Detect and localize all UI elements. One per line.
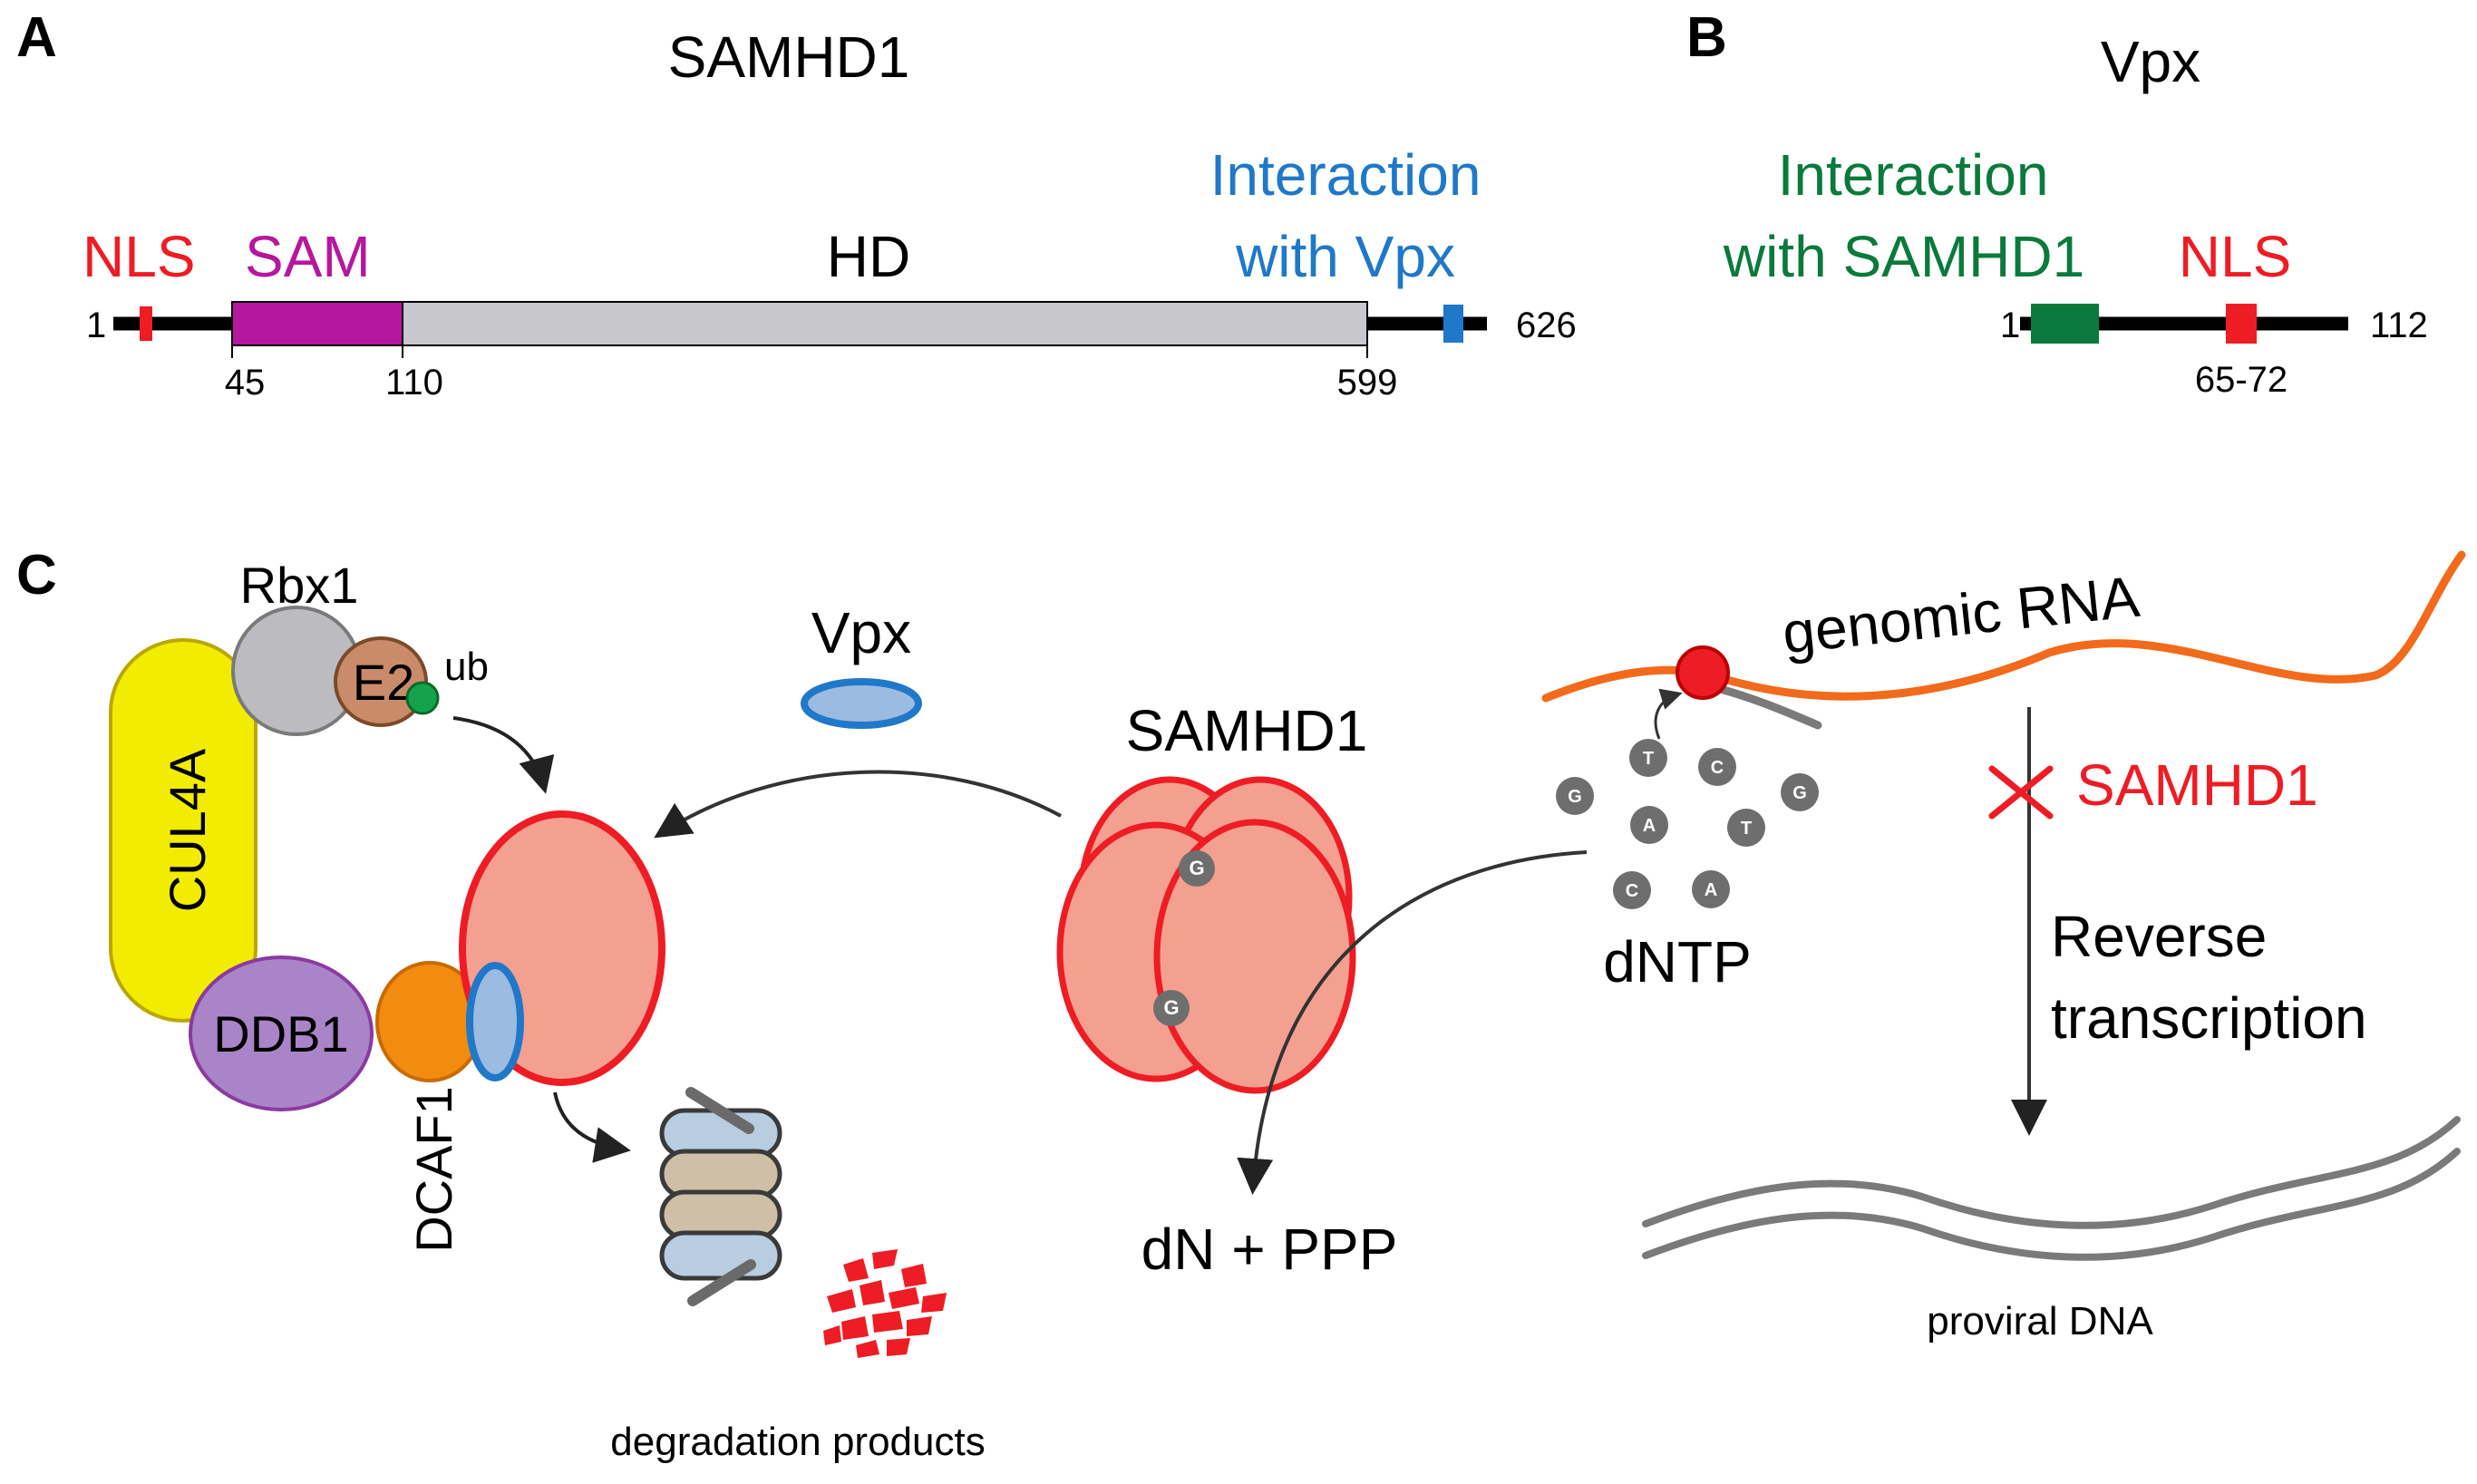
bound-vpx — [466, 962, 524, 1081]
vpx-nls-range: 65-72 — [2195, 360, 2288, 400]
nucleotide-label-3: G — [1568, 787, 1582, 807]
proviral-dna — [1642, 1116, 2461, 1261]
vpx-domain-map — [2020, 304, 2348, 344]
vpx-interaction-label-1: Interaction — [1778, 142, 2049, 208]
degradation-arrow — [553, 1091, 631, 1163]
samhd1-g-site-1-label: G — [1189, 857, 1204, 879]
samhd1-domain-title: SAMHD1 — [668, 24, 910, 90]
samhd1-tick-599: 599 — [1337, 363, 1398, 403]
samhd1-nls-box — [140, 306, 152, 341]
dn-ppp-label: dN + PPP — [1141, 1217, 1398, 1282]
ddb1-label: DDB1 — [213, 1005, 348, 1062]
panel-label-c: C — [16, 544, 57, 606]
samhd1-block-mark — [1988, 765, 2054, 820]
cul4a-label: CUL4A — [159, 748, 216, 912]
reverse-transcription-label-2: transcription — [2051, 985, 2367, 1051]
proviral-dna-label: proviral DNA — [1927, 1299, 2153, 1343]
nucleotide-label-4: A — [1643, 816, 1656, 836]
samhd1-g-site-1 — [1179, 850, 1215, 887]
ubiquitin-label: ub — [444, 645, 489, 689]
reverse-transcription-label-1: Reverse — [2051, 904, 2267, 969]
samhd1-tick-45: 45 — [225, 363, 266, 403]
vpx-end-tick: 112 — [2370, 306, 2428, 345]
ubiquitin — [405, 681, 440, 715]
vpx-interaction-label-2: with SAMHD1 — [1723, 224, 2084, 289]
vpx-domain-title: Vpx — [2101, 29, 2200, 94]
nucleotide-label-7: C — [1626, 881, 1638, 901]
dntp-label: dNTP — [1603, 929, 1752, 994]
rbx1-label: Rbx1 — [240, 557, 359, 614]
dcaf1-label: DCAF1 — [405, 1086, 462, 1253]
reverse-transcriptase — [1676, 645, 1730, 700]
samhd1-tick-110: 110 — [385, 363, 443, 403]
vpx-samhd1-interaction-box — [2031, 304, 2099, 344]
vpx-nls-label: NLS — [2179, 224, 2292, 289]
free-vpx-label: Vpx — [811, 600, 911, 665]
dntp-pool-labels: T C G A T G C A — [1568, 749, 1807, 901]
e2-label: E2 — [353, 654, 415, 711]
samhd1-sam-domain — [231, 301, 403, 346]
ddb1-protein — [189, 955, 374, 1111]
panel-label-b: B — [1686, 6, 1727, 69]
hydrolysis-arrow — [1237, 850, 1588, 1195]
nucleotide-label-2: C — [1711, 758, 1724, 778]
recruitment-arrow — [654, 770, 1062, 839]
panel-label-a: A — [16, 6, 57, 69]
samhd1-block-label: SAMHD1 — [2076, 752, 2318, 818]
nucleotide-label-6: G — [1792, 783, 1807, 803]
samhd1-domain-map — [113, 301, 1487, 358]
vpx-start-tick: 1 — [2000, 306, 2020, 345]
free-vpx — [801, 678, 922, 729]
samhd1-interaction-label-1: Interaction — [1210, 142, 1481, 208]
samhd1-interaction-label-2: with Vpx — [1235, 224, 1455, 289]
ubiquitin-transfer-arrow — [452, 716, 555, 794]
samhd1-hd-label: HD — [827, 224, 910, 289]
cul4a-scaffold — [109, 638, 257, 1023]
vpx-nls-box — [2226, 304, 2257, 344]
degradation-products-label: degradation products — [610, 1420, 985, 1464]
samhd1-g-site-2 — [1153, 990, 1190, 1026]
samhd1-sam-label: SAM — [245, 224, 371, 289]
samhd1-g-site-2-label: G — [1163, 996, 1179, 1019]
primer-strand — [1709, 683, 1822, 730]
nucleotide-label-5: T — [1741, 819, 1752, 839]
samhd1-nls-label: NLS — [83, 224, 196, 289]
samhd1-start-tick: 1 — [86, 306, 106, 345]
genomic-rna-label: genomic RNA — [1780, 564, 2142, 666]
samhd1-dimer — [1056, 776, 1356, 1094]
nucleotide-label-8: A — [1705, 880, 1717, 900]
dntp-pool — [1556, 739, 1819, 909]
incorporation-arrow — [1654, 688, 1683, 740]
samhd1-vpx-interaction-box — [1443, 305, 1463, 343]
samhd1-end-tick: 626 — [1516, 306, 1577, 345]
proteasome — [659, 1087, 782, 1306]
samhd1-hd-domain — [402, 301, 1368, 346]
samhd1-complex-label: SAMHD1 — [1126, 698, 1368, 763]
degradation-fragments — [823, 1249, 947, 1358]
nucleotide-label-1: T — [1643, 749, 1654, 769]
